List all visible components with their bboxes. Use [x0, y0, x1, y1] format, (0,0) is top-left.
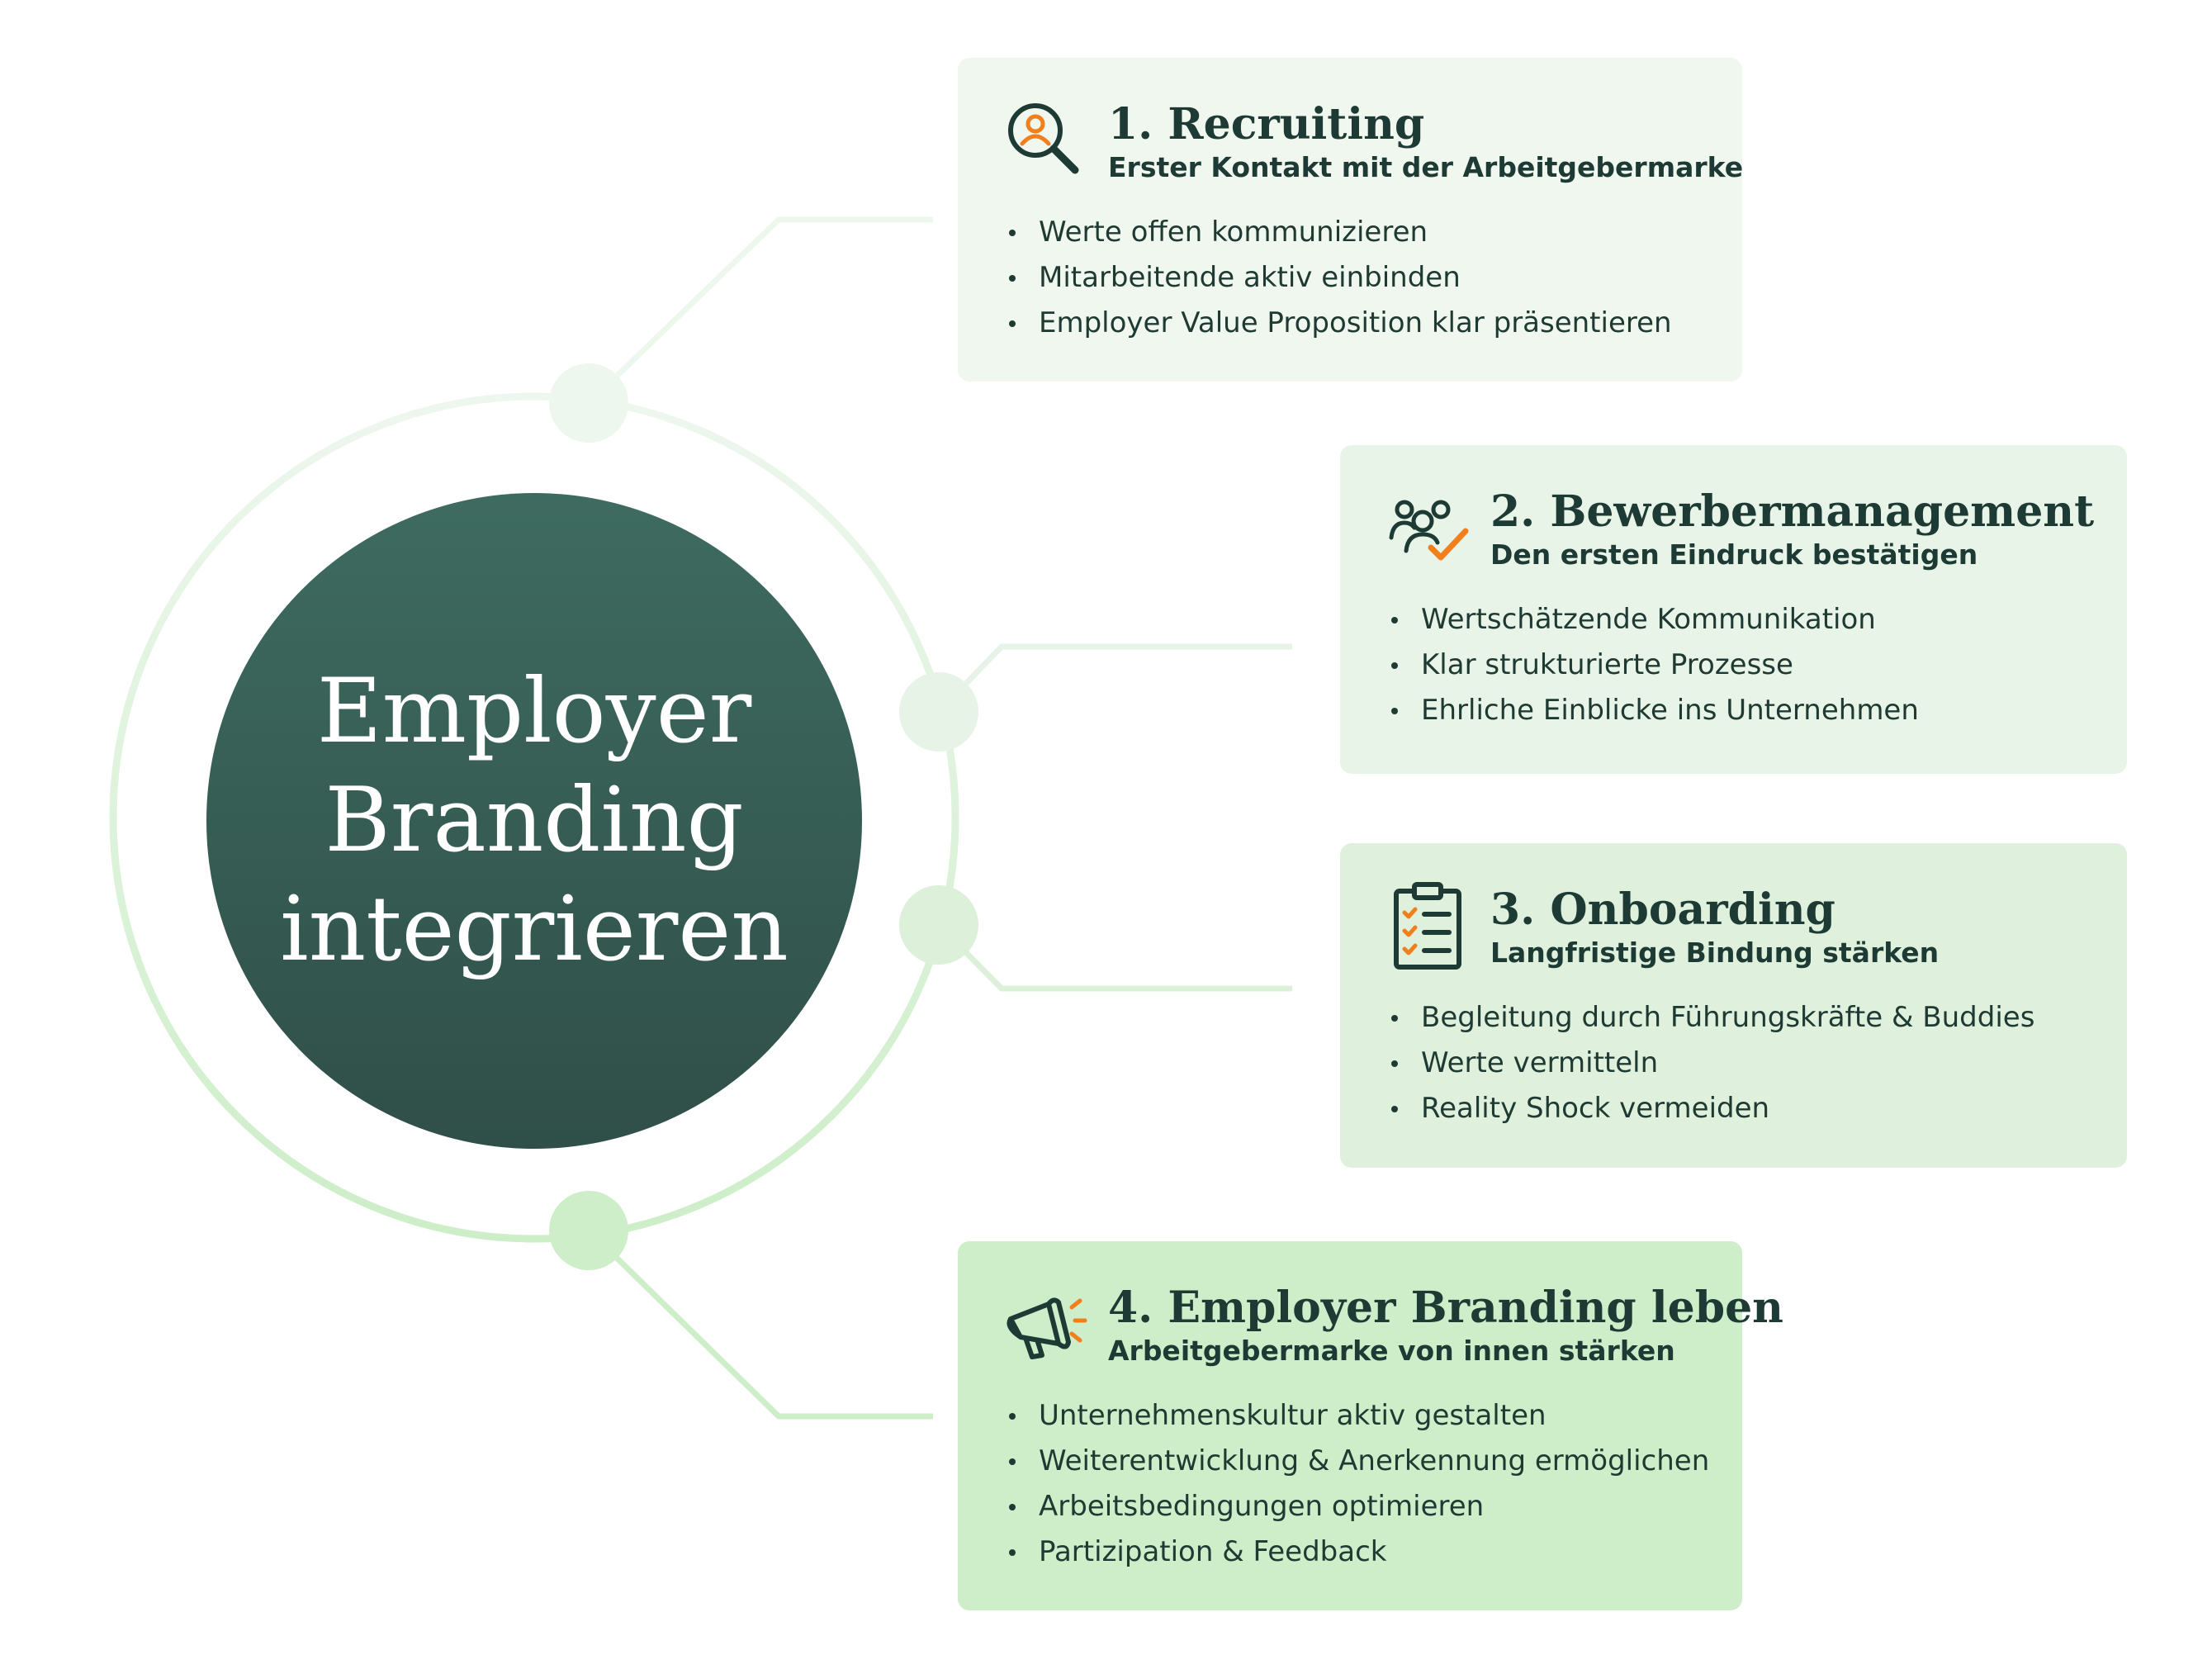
- list-item: Weiterentwicklung & Anerkennung ermöglic…: [1007, 1439, 1709, 1484]
- node-2: [899, 672, 978, 752]
- center-title-line-2: Branding: [324, 769, 744, 872]
- card-employer-branding-leben: 4. Employer Branding leben Arbeitgeberma…: [958, 1241, 1783, 1610]
- center-title-line-3: integrieren: [280, 878, 789, 981]
- card-onboarding: 3. Onboarding Langfristige Bindung stärk…: [1340, 843, 2127, 1168]
- center-title: Employer Branding integrieren: [204, 491, 864, 1151]
- list-item: Werte offen kommunizieren: [1007, 210, 1701, 255]
- card-list: Begleitung durch Führungskräfte & Buddie…: [1381, 995, 2086, 1131]
- card-list: Unternehmenskultur aktiv gestalten Weite…: [999, 1393, 1709, 1575]
- center-circle: [206, 493, 862, 1149]
- card-title: 3. Onboarding: [1490, 884, 1835, 935]
- card-list: Wertschätzende Kommunikation Klar strukt…: [1381, 597, 2086, 733]
- card-subtitle: Arbeitgebermarke von innen stärken: [1108, 1335, 1675, 1367]
- connector-3: [936, 922, 1292, 992]
- list-item: Ehrliche Einblicke ins Unternehmen: [1390, 688, 2086, 733]
- connector-4: [586, 1228, 933, 1420]
- megaphone-icon: [999, 1278, 1092, 1370]
- list-item: Partizipation & Feedback: [1007, 1529, 1701, 1575]
- connector-1: [586, 216, 933, 405]
- node-1: [549, 363, 628, 443]
- list-item: Werte vermitteln: [1390, 1041, 2086, 1086]
- card-subtitle: Langfristige Bindung stärken: [1490, 937, 1940, 969]
- card-list: Werte offen kommunizieren Mitarbeitende …: [999, 210, 1701, 346]
- list-item: Unternehmenskultur aktiv gestalten: [1007, 1393, 1701, 1439]
- connector-2: [936, 643, 1292, 714]
- card-title: 4. Employer Branding leben: [1108, 1283, 1783, 1333]
- node-3: [899, 885, 978, 965]
- card-recruiting: 1. Recruiting Erster Kontakt mit der Arb…: [958, 58, 1744, 382]
- node-4: [549, 1191, 628, 1270]
- outer-ring: [109, 392, 959, 1243]
- list-item: Klar strukturierte Prozesse: [1390, 643, 2086, 688]
- list-item: Reality Shock vermeiden: [1390, 1086, 2086, 1131]
- people-check-icon: [1381, 481, 1474, 574]
- clipboard-checklist-icon: [1381, 880, 1474, 972]
- list-item: Arbeitsbedingungen optimieren: [1007, 1484, 1701, 1529]
- card-subtitle: Den ersten Eindruck bestätigen: [1490, 538, 1978, 571]
- card-title: 1. Recruiting: [1108, 99, 1425, 149]
- card-title: 2. Bewerbermanagement: [1490, 486, 2095, 537]
- card-subtitle: Erster Kontakt mit der Arbeitgebermarke: [1108, 151, 1744, 183]
- list-item: Wertschätzende Kommunikation: [1390, 597, 2086, 643]
- list-item: Employer Value Proposition klar präsenti…: [1007, 301, 1701, 346]
- card-bewerbermanagement: 2. Bewerbermanagement Den ersten Eindruc…: [1340, 445, 2127, 774]
- center-title-line-1: Employer: [316, 660, 752, 763]
- magnifier-person-icon: [999, 94, 1092, 187]
- list-item: Begleitung durch Führungskräfte & Buddie…: [1390, 995, 2086, 1041]
- list-item: Mitarbeitende aktiv einbinden: [1007, 255, 1701, 301]
